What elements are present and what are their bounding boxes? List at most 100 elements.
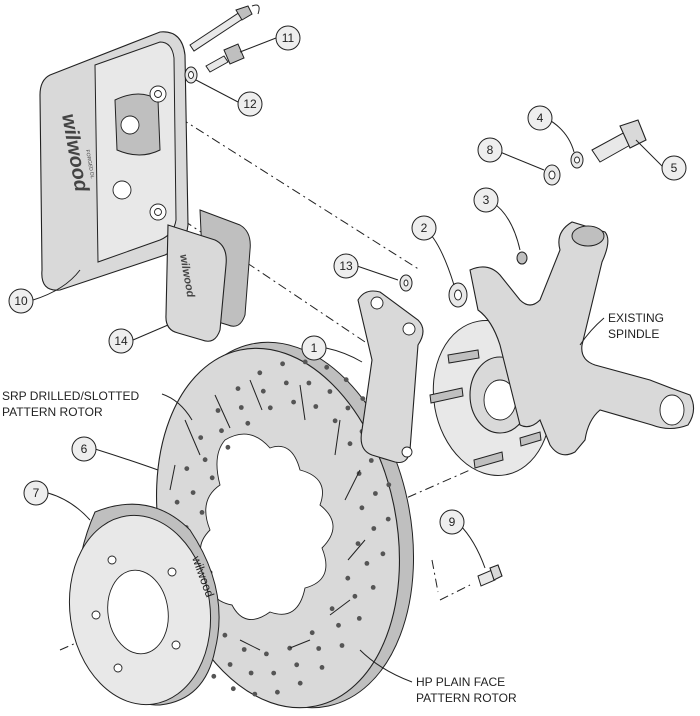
spacer-washers xyxy=(399,151,584,308)
drill-hole xyxy=(174,499,180,505)
svg-text:1: 1 xyxy=(311,341,318,355)
callout-4: 4 xyxy=(527,105,553,131)
svg-text:4: 4 xyxy=(537,111,544,125)
drill-hole xyxy=(386,482,392,488)
drill-hole xyxy=(364,561,370,566)
hp-rotor-label-1: HP PLAIN FACE xyxy=(416,675,505,689)
svg-text:7: 7 xyxy=(33,486,40,500)
drill-hole xyxy=(371,526,377,531)
drill-hole xyxy=(297,680,303,686)
existing-spindle-label-1: EXISTING xyxy=(608,311,664,325)
drill-hole xyxy=(355,541,361,546)
drill-hole xyxy=(345,575,351,581)
caliper-bolt xyxy=(189,4,260,73)
drill-hole xyxy=(324,364,330,370)
drill-hole xyxy=(230,686,236,692)
callout-10: 10 xyxy=(8,288,34,314)
drill-hole xyxy=(260,388,266,394)
drill-hole xyxy=(319,665,325,670)
callout-9: 9 xyxy=(439,509,465,535)
callout-11: 11 xyxy=(275,25,301,51)
callout-2: 2 xyxy=(411,215,437,241)
drill-hole xyxy=(291,399,296,405)
drill-hole xyxy=(302,359,308,365)
svg-text:3: 3 xyxy=(483,193,490,207)
drill-hole xyxy=(271,670,277,676)
drill-hole xyxy=(359,505,365,511)
callout-8: 8 xyxy=(477,137,503,163)
srp-rotor-label-1: SRP DRILLED/SLOTTED xyxy=(2,389,139,403)
rotor-hat: wilwood xyxy=(68,503,220,706)
drill-hole xyxy=(368,458,374,463)
srp-rotor-label-2: PATTERN ROTOR xyxy=(2,405,103,419)
drill-hole xyxy=(316,646,322,651)
drill-hole xyxy=(380,551,386,557)
hp-rotor-label-2: PATTERN ROTOR xyxy=(416,691,517,705)
drill-hole xyxy=(238,405,244,410)
drill-hole xyxy=(345,405,351,411)
callout-3: 3 xyxy=(473,187,499,213)
drill-hole xyxy=(336,622,341,628)
callout-1: 1 xyxy=(301,335,327,361)
wheel-studs xyxy=(429,349,542,469)
drill-hole xyxy=(209,475,215,481)
drill-hole xyxy=(280,361,285,367)
drill-hole xyxy=(235,386,241,391)
drill-hole xyxy=(225,444,231,450)
drill-hole xyxy=(306,380,312,386)
drill-hole xyxy=(352,593,358,599)
drill-hole xyxy=(241,647,247,652)
drill-hole xyxy=(219,428,224,434)
drill-hole xyxy=(215,408,221,413)
drill-hole xyxy=(373,491,378,496)
drill-hole xyxy=(332,418,338,424)
callout-7: 7 xyxy=(23,480,49,506)
drill-hole xyxy=(385,516,391,522)
spindle-bolt xyxy=(591,119,647,163)
callout-12: 12 xyxy=(237,91,263,117)
callout-5: 5 xyxy=(661,155,687,181)
drill-hole xyxy=(184,466,190,471)
existing-spindle xyxy=(469,221,695,456)
drill-hole xyxy=(283,380,289,386)
drill-hole xyxy=(267,405,273,411)
rotor-drill-holes xyxy=(168,359,392,697)
bleeder-screw xyxy=(477,564,503,587)
drill-hole xyxy=(211,673,217,679)
drill-hole xyxy=(339,643,345,648)
drill-hole xyxy=(252,691,258,697)
drill-hole xyxy=(257,370,263,376)
svg-text:5: 5 xyxy=(671,161,678,175)
callout-6: 6 xyxy=(71,436,97,462)
caliper: wilwood FORGED DL xyxy=(39,31,189,291)
drill-hole xyxy=(275,689,280,695)
drill-hole xyxy=(347,441,353,447)
drill-hole xyxy=(248,670,254,676)
brake-pads: wilwood xyxy=(165,209,251,342)
svg-text:14: 14 xyxy=(114,334,128,348)
drill-hole xyxy=(360,396,366,401)
drill-hole xyxy=(264,651,269,657)
drill-hole xyxy=(222,632,228,638)
drill-hole xyxy=(245,420,251,426)
svg-text:11: 11 xyxy=(282,31,295,45)
svg-text:13: 13 xyxy=(339,259,353,273)
drill-hole xyxy=(202,457,208,463)
existing-spindle-label-2: SPINDLE xyxy=(608,327,659,341)
drill-hole xyxy=(227,662,233,667)
callout-13: 13 xyxy=(333,253,359,279)
svg-text:12: 12 xyxy=(243,97,257,111)
drill-hole xyxy=(199,510,205,515)
drill-hole xyxy=(287,645,293,651)
caliper-sub-text: FORGED DL xyxy=(84,149,95,179)
drill-hole xyxy=(356,616,362,621)
drill-hole xyxy=(190,490,196,495)
drill-hole xyxy=(370,585,376,590)
drill-hole xyxy=(198,435,204,440)
srp-rotor xyxy=(155,341,415,709)
drill-hole xyxy=(343,377,349,383)
drill-hole xyxy=(294,662,300,668)
svg-text:6: 6 xyxy=(81,442,88,456)
drill-hole xyxy=(329,606,335,612)
